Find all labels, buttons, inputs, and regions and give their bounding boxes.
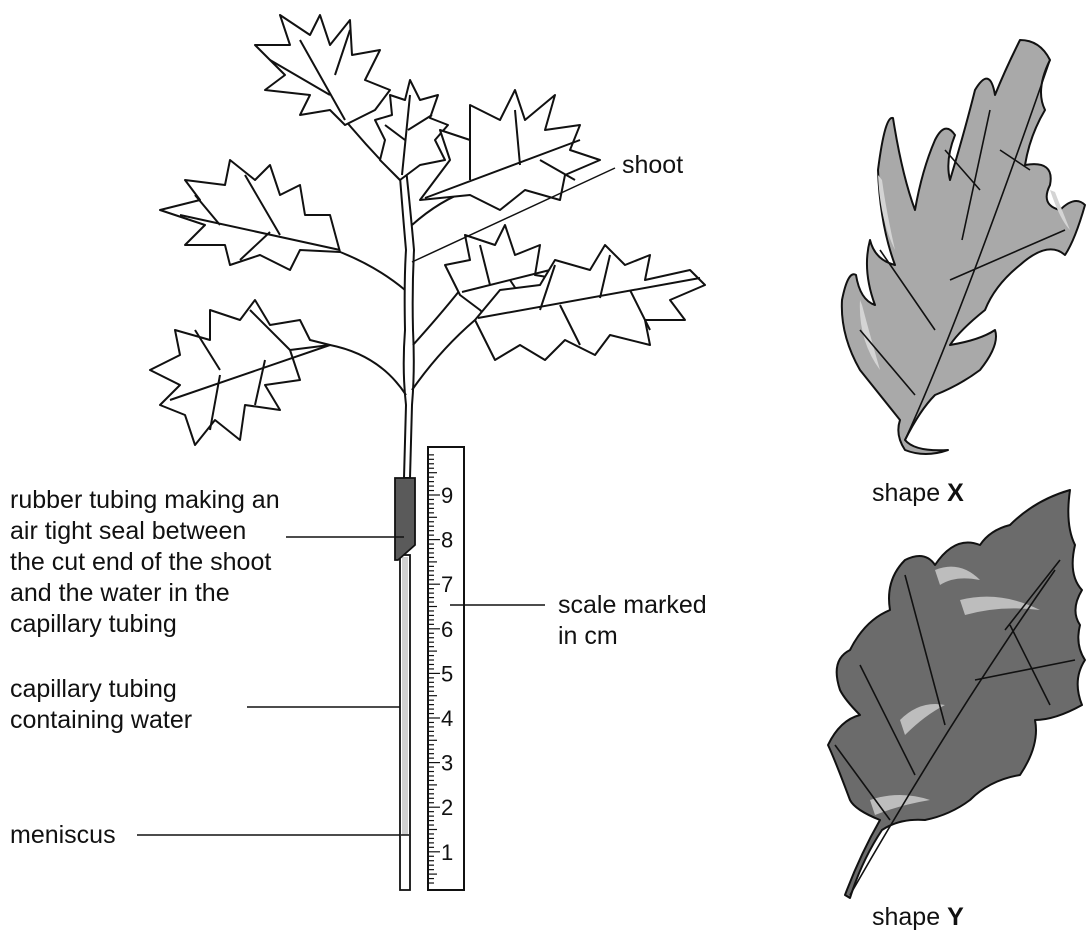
scale-number-4: 4 xyxy=(441,706,453,731)
shape-y-letter: Y xyxy=(947,903,964,931)
leaf-left-lower xyxy=(150,300,330,445)
capillary-label-line-1: capillary tubing xyxy=(10,674,192,705)
scale-ruler: 9 8 7 6 5 4 3 2 1 xyxy=(428,447,464,890)
branch-left-lower xyxy=(330,345,406,395)
scale-number-5: 5 xyxy=(441,661,453,686)
rubber-tubing-line-1: rubber tubing making an xyxy=(10,485,280,516)
scale-label-line-2: in cm xyxy=(558,621,707,652)
shape-y-prefix: shape xyxy=(872,903,940,931)
scale-number-3: 3 xyxy=(441,751,453,776)
capillary-label-line-2: containing water xyxy=(10,705,192,736)
capillary-label: capillary tubing containing water xyxy=(10,674,192,736)
shape-x-prefix: shape xyxy=(872,479,940,507)
scale-number-6: 6 xyxy=(441,617,453,642)
meniscus-label: meniscus xyxy=(10,820,116,851)
branch-right-mid xyxy=(413,290,460,345)
leaf-left-mid xyxy=(160,160,340,270)
shape-x-caption: shape X xyxy=(872,478,964,509)
scale-label: scale marked in cm xyxy=(558,590,707,652)
scale-number-7: 7 xyxy=(441,572,453,597)
shoot-label: shoot xyxy=(622,150,683,181)
leaf-y-outline xyxy=(828,490,1085,898)
rubber-tubing xyxy=(395,478,415,560)
scale-label-line-1: scale marked xyxy=(558,590,707,621)
main-stem xyxy=(398,150,414,478)
scale-number-1: 1 xyxy=(441,840,453,865)
shape-y-caption: shape Y xyxy=(872,902,964,933)
shoot-drawing xyxy=(150,15,705,478)
rubber-tubing-label: rubber tubing making an air tight seal b… xyxy=(10,485,280,640)
shape-x-letter: X xyxy=(947,479,964,507)
scale-number-9: 9 xyxy=(441,483,453,508)
rubber-tubing-line-5: capillary tubing xyxy=(10,609,280,640)
branch-right-lower xyxy=(412,320,475,390)
leaf-top-left xyxy=(255,15,390,125)
rubber-tubing-line-2: air tight seal between xyxy=(10,516,280,547)
leaf-shape-x xyxy=(842,40,1085,454)
capillary-tube xyxy=(400,555,410,890)
leaf-x-outline xyxy=(842,40,1085,454)
scale-number-8: 8 xyxy=(441,528,453,553)
rubber-tubing-line-3: the cut end of the shoot xyxy=(10,547,280,578)
branch-left-mid xyxy=(335,250,405,290)
leaf-shape-y xyxy=(828,490,1085,898)
scale-number-2: 2 xyxy=(441,795,453,820)
leaf-upper-right xyxy=(420,90,600,210)
rubber-tubing-line-4: and the water in the xyxy=(10,578,280,609)
